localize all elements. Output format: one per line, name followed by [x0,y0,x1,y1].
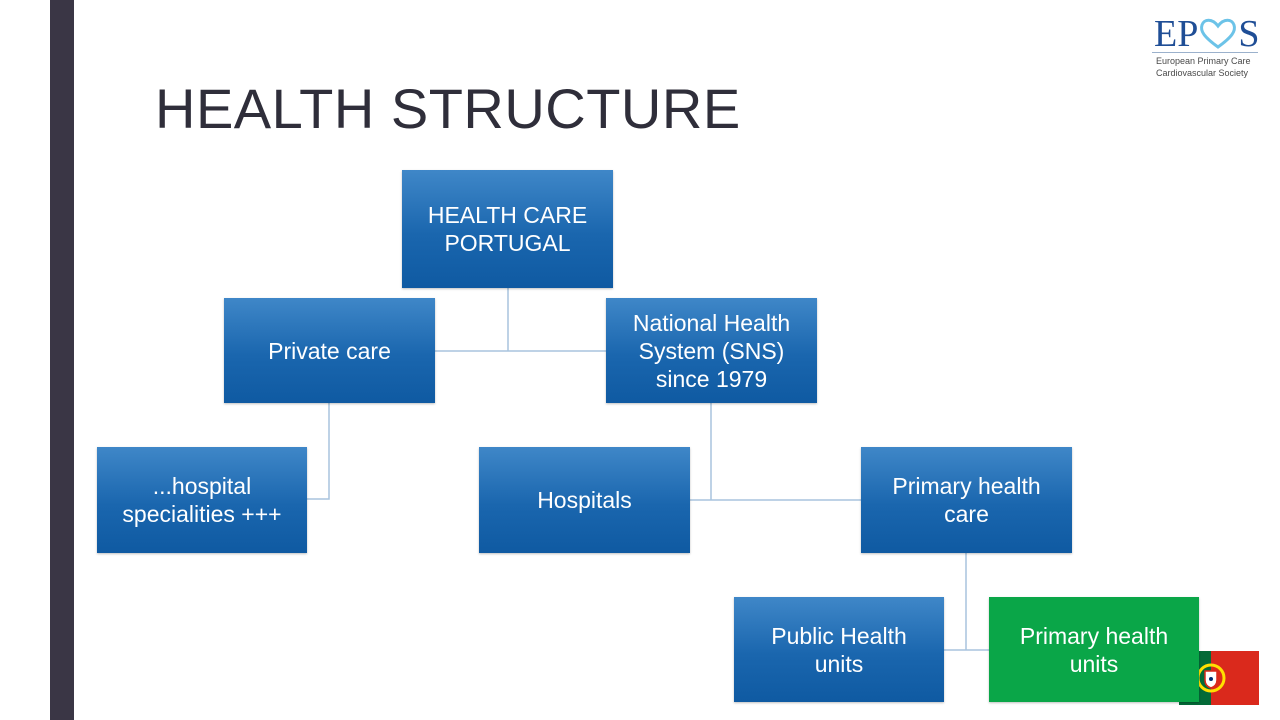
logo-divider [1152,52,1258,53]
node-label: Public Health units [771,622,907,677]
node-health-care-portugal: HEALTH CARE PORTUGAL [402,170,613,288]
logo-wordmark: EP S [1154,14,1260,54]
node-label: Hospitals [537,487,632,513]
left-accent-bar [50,0,74,720]
logo-subtitle-line2: Cardiovascular Society [1156,68,1249,78]
logo-subtitle-line1: European Primary Care [1156,56,1251,66]
node-private-care: Private care [224,298,435,403]
node-label: Primary health care [892,473,1041,527]
node-public-health-units: Public Health units [734,597,944,702]
node-label: Private care [268,337,391,364]
logo-letters-right: S [1238,13,1260,55]
epos-logo: EP S European Primary Care Cardiovascula… [1148,14,1260,80]
node-label: Primary health units [1019,622,1169,677]
node-primary-health-units: Primary health units [989,597,1199,702]
connector-sns-to-level3 [690,403,861,501]
page-title: HEALTH STRUCTURE [155,77,741,140]
node-national-health-system: National Health System (SNS) since 1979 [606,298,817,403]
node-hospital-specialities: ...hospital specialities +++ [97,447,307,553]
node-label: HEALTH CARE PORTUGAL [427,202,588,256]
connector-root-to-level1 [435,288,606,352]
heart-icon [1200,18,1237,49]
connector-primary-care-to-units [944,553,989,651]
node-hospitals: Hospitals [479,447,690,553]
node-primary-health-care: Primary health care [861,447,1072,553]
node-label: ...hospital specialities +++ [122,473,282,527]
logo-letters-left: EP [1154,13,1199,55]
connector-private-to-specialities [307,403,330,500]
node-label: National Health System (SNS) since 1979 [632,309,791,392]
